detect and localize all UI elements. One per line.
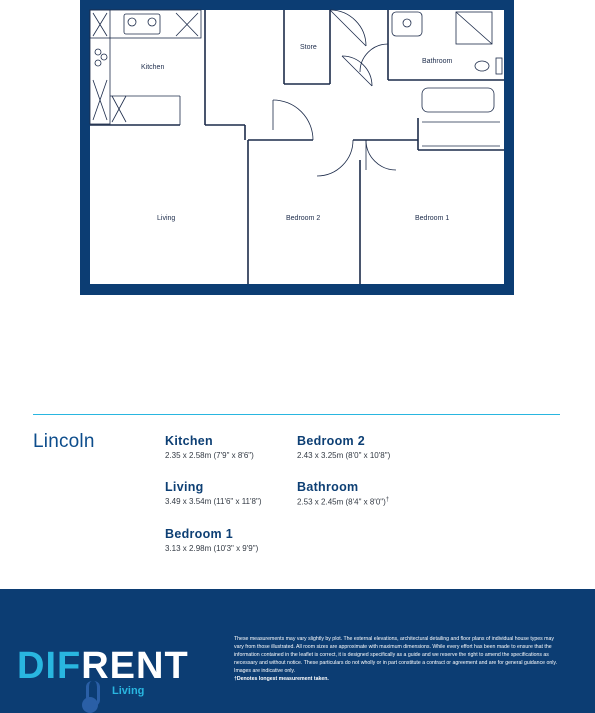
- room-dimensions: 2.35 x 2.58m (7'9" x 8'6"): [165, 451, 254, 460]
- room-dimensions: 3.13 x 2.98m (10'3" x 9'9"): [165, 544, 259, 553]
- label-kitchen: Kitchen: [141, 64, 164, 71]
- footer: DIFRENT Living These measurements may va…: [0, 589, 595, 713]
- room-spec-bedroom-1: Bedroom 1 3.13 x 2.98m (10'3" x 9'9"): [165, 527, 305, 553]
- interior-walls: [90, 10, 504, 284]
- outer-wall: [80, 0, 514, 295]
- room-name: Kitchen: [165, 434, 213, 448]
- room-dimensions: 2.53 x 2.45m (8'4" x 8'0"): [297, 497, 386, 507]
- room-name: Bedroom 2: [297, 434, 365, 448]
- room-spec-kitchen: Kitchen 2.35 x 2.58m (7'9" x 8'6"): [165, 434, 305, 460]
- room-spec-living: Living 3.49 x 3.54m (11'6" x 11'8"): [165, 480, 305, 506]
- longest-measurement-mark: †: [385, 497, 390, 503]
- door-swings: [272, 9, 397, 177]
- room-dimensions: 2.43 x 3.25m (8'0" x 10'8"): [297, 451, 391, 460]
- floor-plan: Kitchen Store Bathroom Living Bedroom 2 …: [80, 0, 514, 295]
- home-type-name: Lincoln: [33, 431, 95, 452]
- room-spec-bathroom: Bathroom 2.53 x 2.45m (8'4" x 8'0")†: [297, 480, 437, 507]
- label-bathroom: Bathroom: [422, 58, 453, 65]
- label-bedroom-2: Bedroom 2: [286, 215, 320, 222]
- room-name: Bedroom 1: [165, 527, 233, 541]
- logo-text-accent: RENT: [81, 645, 189, 687]
- label-bedroom-1: Bedroom 1: [415, 215, 449, 222]
- label-store: Store: [300, 44, 317, 51]
- disclaimer: These measurements may vary slightly by …: [234, 635, 564, 683]
- kitchen-units: [89, 9, 202, 125]
- disclaimer-text: These measurements may vary slightly by …: [234, 636, 558, 675]
- section-divider: [33, 414, 560, 415]
- logo-dot-icon: [82, 697, 98, 713]
- room-name: Bathroom: [297, 480, 359, 494]
- room-name: Living: [165, 480, 204, 494]
- bathroom-fittings: [391, 11, 503, 147]
- room-spec-bedroom-2: Bedroom 2 2.43 x 3.25m (8'0" x 10'8"): [297, 434, 437, 460]
- room-dimensions: 3.49 x 3.54m (11'6" x 11'8"): [165, 497, 262, 506]
- label-living: Living: [157, 215, 175, 222]
- measurement-note: †Denotes longest measurement taken.: [234, 676, 329, 683]
- logo-text-main: DIF: [17, 645, 82, 687]
- brand-logo: DIFRENT: [17, 647, 189, 685]
- logo-subtitle: Living: [112, 685, 145, 697]
